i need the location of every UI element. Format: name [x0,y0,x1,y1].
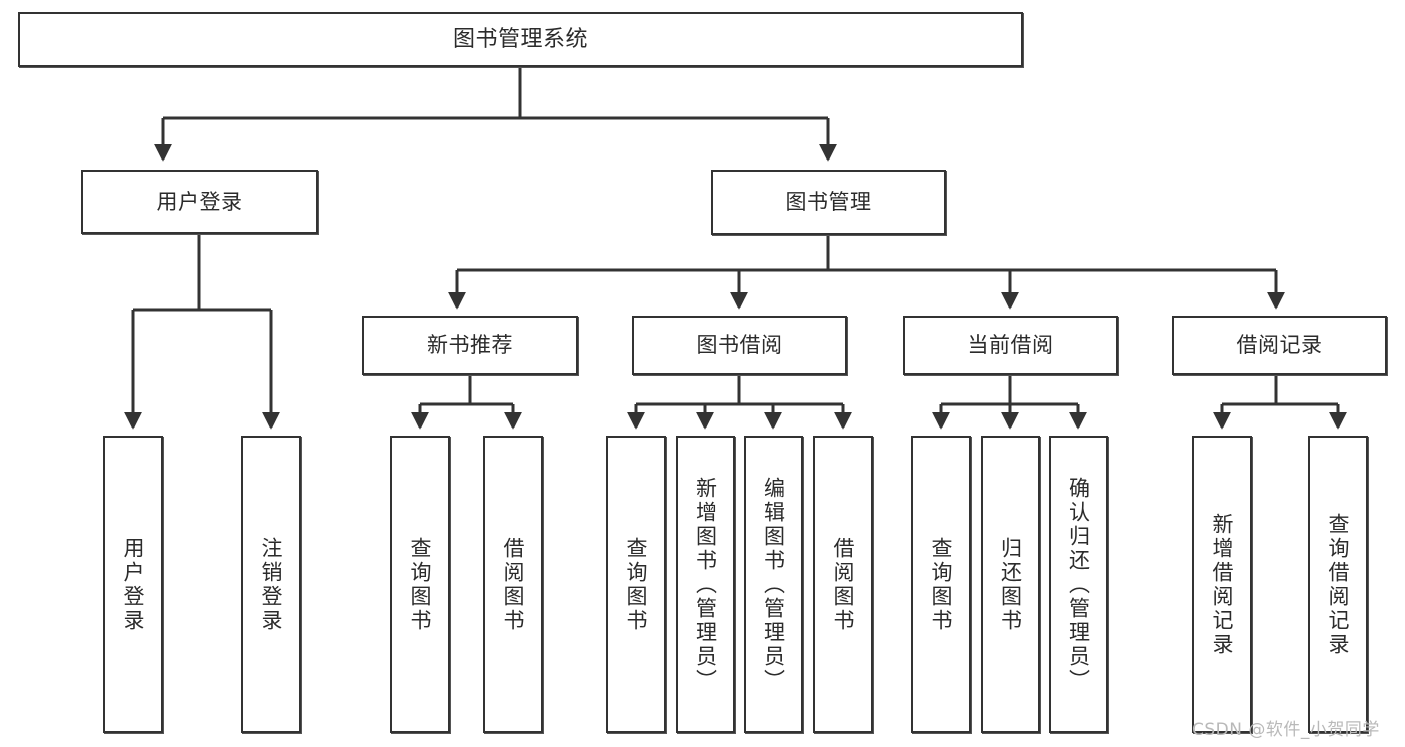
node-label: 查询借阅记录 [1326,512,1351,657]
node-new-book-recommend[interactable]: 新书推荐 [362,316,578,375]
node-leaf-confirm-return-admin[interactable]: 确认归还（管理员） [1049,436,1108,733]
node-label: 新增借阅记录 [1210,512,1235,657]
node-label: 用户登录 [156,189,243,214]
node-leaf-add-book-admin[interactable]: 新增图书（管理员） [676,436,735,733]
node-label: 当前借阅 [967,333,1054,358]
node-leaf-query-book-2[interactable]: 查询图书 [606,436,666,733]
node-label: 借阅记录 [1236,333,1323,358]
node-leaf-edit-book-admin[interactable]: 编辑图书（管理员） [744,436,803,733]
csdn-watermark: CSDN @软件_小贺同学 [1192,720,1380,740]
node-leaf-logout-login[interactable]: 注销登录 [241,436,301,733]
node-label: 注销登录 [259,536,284,633]
node-label: 借阅图书 [831,536,856,633]
node-label: 查询图书 [624,536,649,633]
node-leaf-user-login[interactable]: 用户登录 [103,436,163,733]
node-leaf-borrow-book-2[interactable]: 借阅图书 [813,436,873,733]
node-label: 编辑图书（管理员） [761,476,786,693]
node-current-borrow[interactable]: 当前借阅 [903,316,1118,375]
node-borrow-record[interactable]: 借阅记录 [1172,316,1387,375]
node-label: 归还图书 [998,536,1023,633]
node-label: 图书借阅 [696,333,783,358]
node-leaf-return-book[interactable]: 归还图书 [981,436,1040,733]
node-label: 新增图书（管理员） [693,476,718,693]
node-leaf-borrow-book-1[interactable]: 借阅图书 [483,436,543,733]
node-label: 借阅图书 [501,536,526,633]
node-book-borrow[interactable]: 图书借阅 [632,316,847,375]
node-leaf-query-book-1[interactable]: 查询图书 [390,436,450,733]
node-leaf-query-book-3[interactable]: 查询图书 [911,436,971,733]
node-label: 用户登录 [121,536,146,633]
node-root-book-management-system[interactable]: 图书管理系统 [18,12,1023,67]
node-label: 新书推荐 [427,333,513,358]
node-leaf-add-borrow-record[interactable]: 新增借阅记录 [1192,436,1252,733]
node-label: 确认归还（管理员） [1066,476,1091,693]
node-label: 查询图书 [929,536,954,633]
node-user-login[interactable]: 用户登录 [81,170,318,234]
node-book-management[interactable]: 图书管理 [711,170,946,235]
node-label: 查询图书 [408,536,433,633]
node-label: 图书管理 [785,190,872,215]
node-leaf-query-borrow-record[interactable]: 查询借阅记录 [1308,436,1368,733]
node-label: 图书管理系统 [452,26,588,52]
